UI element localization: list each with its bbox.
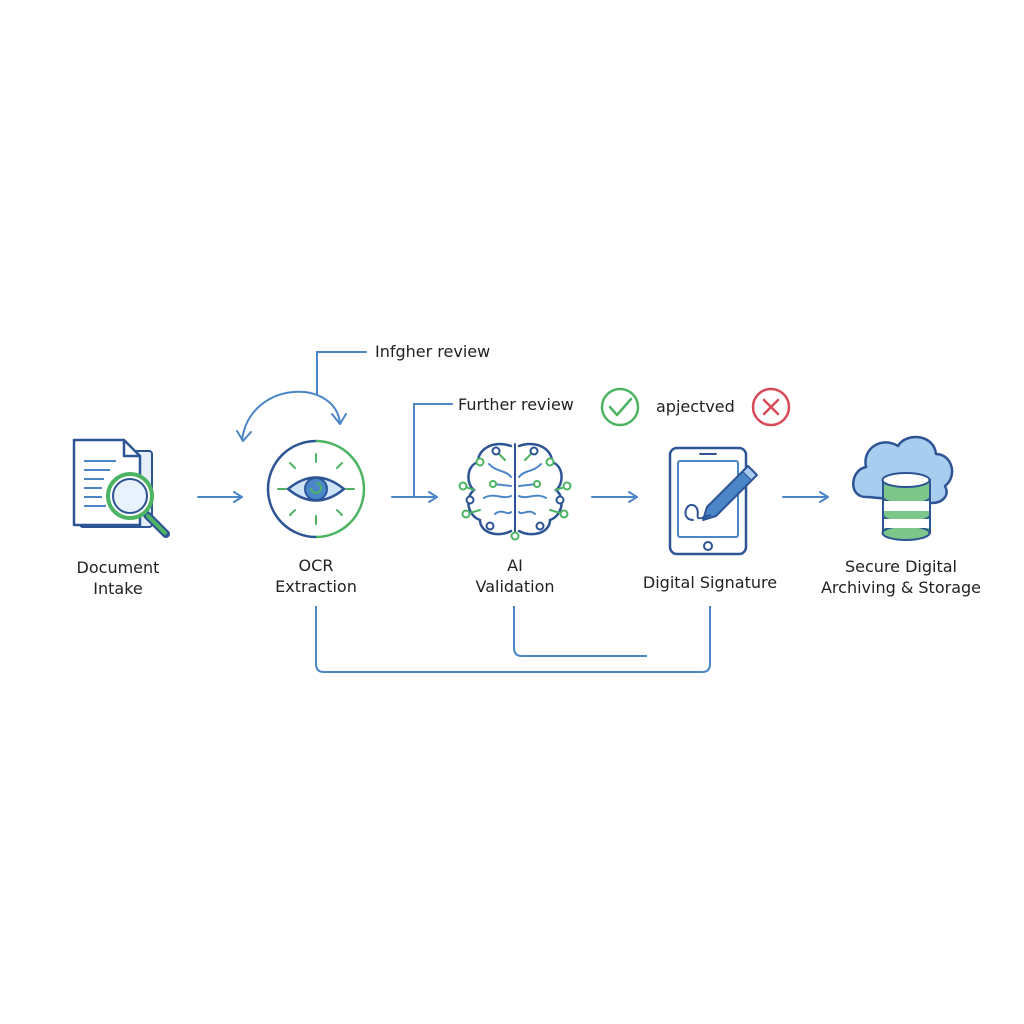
- step-label-secure-archiving: Secure Digital Archiving & Storage: [806, 556, 996, 598]
- step-label-ocr-extraction: OCR Extraction: [256, 555, 376, 597]
- step-label-line: AI: [507, 556, 523, 575]
- loop-arrow: [241, 390, 341, 441]
- step-label-line: Digital Signature: [642, 573, 778, 592]
- step-label-line: Document: [76, 558, 160, 577]
- tablet-signature-icon: [668, 446, 758, 556]
- loop-arrowhead-left: [236, 430, 252, 442]
- document-search-icon: [72, 438, 170, 538]
- feedback-line-inner: [513, 606, 647, 657]
- step-label-document-intake: Document Intake: [58, 557, 178, 599]
- step-label-line: Secure Digital: [845, 557, 957, 576]
- step-label-ai-validation: AI Validation: [455, 555, 575, 597]
- step-label-line: Extraction: [275, 577, 357, 596]
- further-review-label: Further review: [458, 395, 574, 414]
- check-circle-icon: [600, 387, 640, 427]
- eye-scan-icon: [266, 439, 366, 539]
- step-label-line: Archiving & Storage: [820, 578, 981, 597]
- x-circle-icon: [751, 387, 791, 427]
- step-label-line: Validation: [475, 577, 555, 596]
- loop-review-label: Infgher review: [375, 342, 491, 361]
- loop-arrowhead-right: [331, 413, 347, 425]
- feedback-line-outer: [315, 606, 711, 673]
- brain-circuit-icon: [458, 442, 572, 541]
- step-label-line: Intake: [93, 579, 143, 598]
- loop-review-leader: [316, 351, 367, 395]
- step-label-line: OCR: [298, 556, 334, 575]
- step-label-digital-signature: Digital Signature: [630, 572, 790, 593]
- cloud-database-icon: [852, 435, 954, 541]
- further-review-leader: [413, 403, 453, 498]
- status-text: apjectved: [656, 397, 735, 416]
